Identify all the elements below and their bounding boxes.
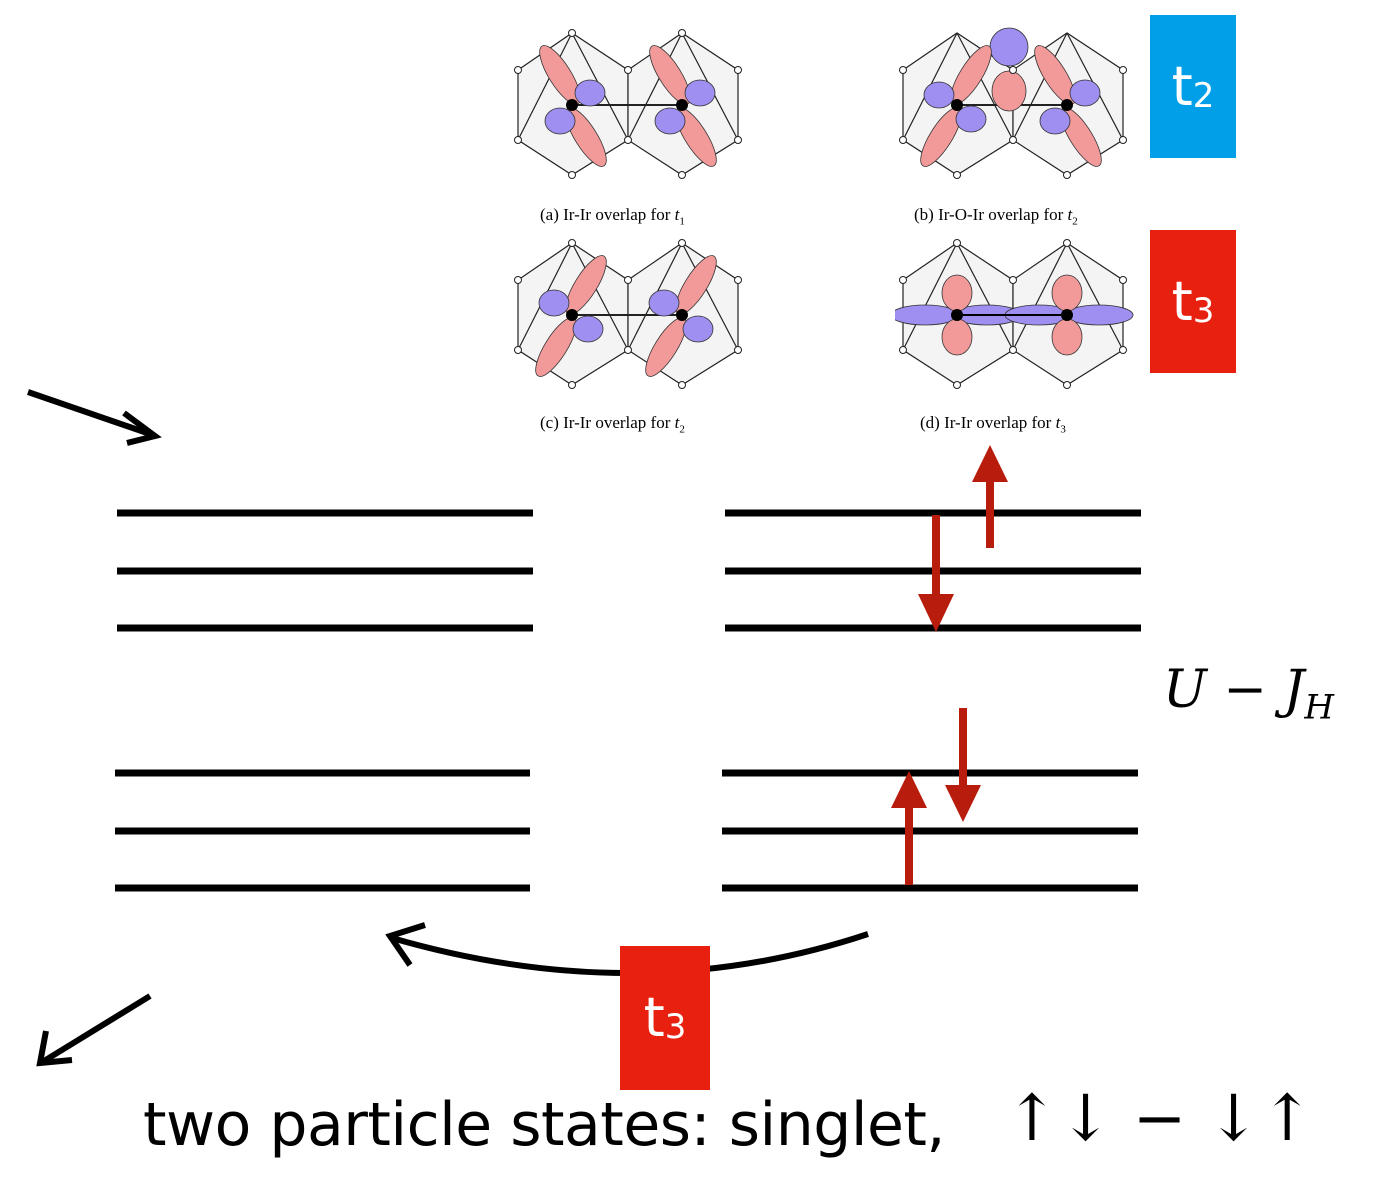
orbital-lobes xyxy=(539,45,717,167)
spin-arrows xyxy=(891,445,1008,885)
caption-d: (d) Ir-Ir overlap for t3 xyxy=(920,413,1066,436)
right-lower-levels xyxy=(722,769,1138,892)
iridium-sites xyxy=(566,99,688,111)
panel-c-orbital-overlap xyxy=(514,239,742,389)
panel-a-orbital-overlap xyxy=(514,29,742,179)
caption-b: (b) Ir-O-Ir overlap for t2 xyxy=(914,205,1078,228)
left-upper-levels xyxy=(117,509,533,632)
incoming-arrow-icon xyxy=(27,389,162,446)
singlet-spin-expression: ↑↓ − ↓↑ xyxy=(1005,1082,1314,1156)
energy-gap-label: U − JH xyxy=(1163,660,1334,728)
oxygen-sites xyxy=(514,29,742,179)
panel-d-orbital-overlap xyxy=(895,239,1134,389)
singlet-description: two particle states: singlet, xyxy=(143,1090,946,1160)
outgoing-arrow-icon xyxy=(36,993,152,1067)
caption-a: (a) Ir-Ir overlap for t1 xyxy=(540,205,685,228)
panel-b-orbital-overlap xyxy=(899,27,1127,179)
caption-c: (c) Ir-Ir overlap for t2 xyxy=(540,413,685,436)
left-lower-levels xyxy=(115,769,530,892)
